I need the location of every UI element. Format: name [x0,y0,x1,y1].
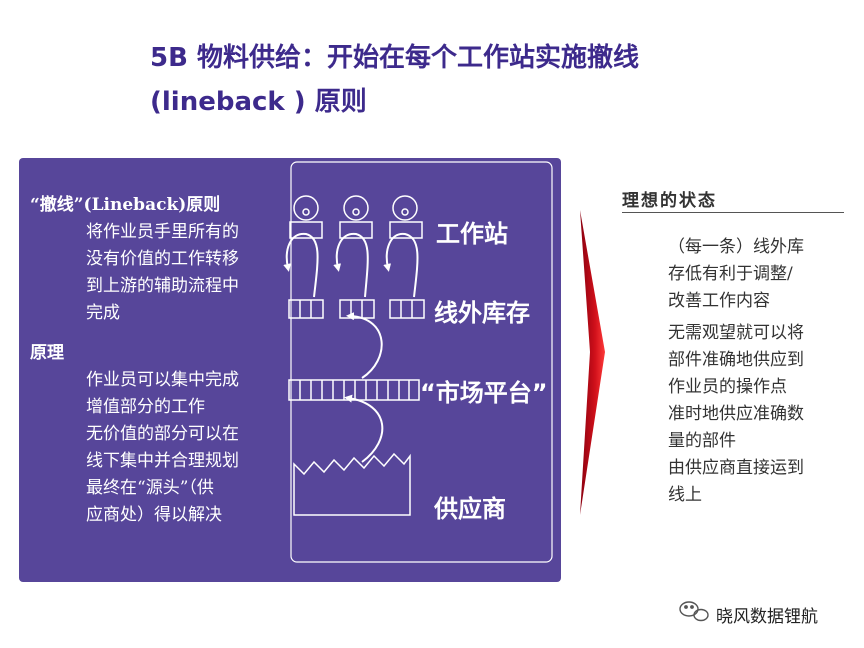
slide-title: 5B 物料供给：开始在每个工作站实施撤线 (lineback ) 原则 [150,36,790,124]
principle-body-line: 无价值的部分可以在 [86,424,239,444]
market-platform-label: “市场平台” [420,379,548,407]
principle-section: 原理 作业员可以集中完成 增值部分的工作 无价值的部分可以在 线下集中并合理规划… [30,340,239,529]
title-line-2: (lineback ) 原则 [150,87,367,117]
ideal-state-title: 理想的状态 [622,191,717,211]
ideal-line: 部件准确地供应到 [668,350,804,370]
wechat-icon [679,601,709,622]
workstation-box [389,221,423,239]
operator-icon [392,195,418,221]
principle-heading: 原理 [30,343,64,363]
principle-body-line: 线下集中并合理规划 [86,451,239,471]
loop-arrow-3 [383,232,419,298]
loop-arrow-1 [283,232,319,298]
lineback-body-line: 完成 [86,303,120,323]
ideal-line: 由供应商直接运到 [668,458,804,478]
offline-inventory-box [288,299,324,319]
principle-body-line: 应商处）得以解决 [86,505,222,525]
workstation-box [339,221,373,239]
lineback-body-line: 将作业员手里所有的 [86,222,239,242]
operator-icon [343,195,369,221]
ideal-line: （每一条）线外库 [668,237,804,257]
market-platform-rack [288,379,420,401]
principle-body-line: 增值部分的工作 [86,397,205,417]
lineback-body-line: 到上游的辅助流程中 [86,276,239,296]
ideal-line: 无需观望就可以将 [668,323,804,343]
ideal-line: 作业员的操作点 [668,377,787,397]
ideal-line: 存低有利于调整/ [668,264,793,284]
lineback-heading: “撤线”(Lineback)原则 [30,195,221,215]
lineback-body-line: 没有价值的工作转移 [86,249,239,269]
operator-icon [293,195,319,221]
supplier-building [293,452,411,516]
watermark-text: 晓风数据锂航 [716,607,818,627]
ideal-state-para-2: 无需观望就可以将 部件准确地供应到 作业员的操作点 准时地供应准确数 量的部件 … [668,320,804,509]
ideal-line: 准时地供应准确数 [668,404,804,424]
ideal-state-divider [622,212,844,213]
loop-arrow-2 [333,232,369,298]
lineback-body: 将作业员手里所有的 没有价值的工作转移 到上游的辅助流程中 完成 [30,219,239,327]
supplier-label: 供应商 [434,495,506,523]
principle-body-line: 作业员可以集中完成 [86,370,239,390]
ideal-line: 线上 [668,485,702,505]
offline-inventory-label: 线外库存 [434,299,530,327]
workstation-box [289,221,323,239]
principle-body: 作业员可以集中完成 增值部分的工作 无价值的部分可以在 线下集中并合理规划 最终… [30,367,239,529]
ideal-line: 改善工作内容 [668,291,770,311]
workstation-label: 工作站 [436,220,508,248]
ideal-state-para-1: （每一条）线外库 存低有利于调整/ 改善工作内容 [668,234,804,315]
title-line-1: 5B 物料供给：开始在每个工作站实施撤线 [150,43,639,73]
ideal-line: 量的部件 [668,431,736,451]
offline-inventory-box [389,299,425,319]
principle-body-line: 最终在“源头”（供 [86,478,214,498]
loop-arrow-4 [346,312,383,379]
offline-inventory-box [339,299,375,319]
lineback-section: “撤线”(Lineback)原则 将作业员手里所有的 没有价值的工作转移 到上游… [30,192,239,327]
loop-arrow-5 [344,394,384,463]
diagram-frame [290,161,553,563]
transition-arrow [580,210,605,515]
